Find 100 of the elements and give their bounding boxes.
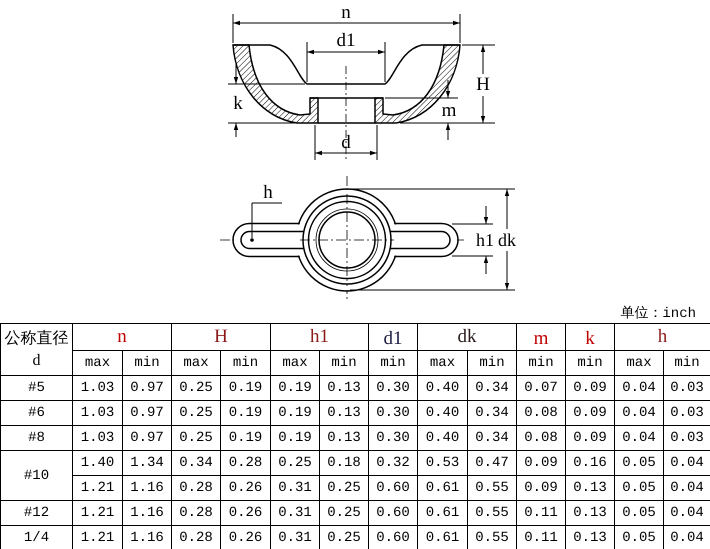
value-cell: 0.05 (614, 450, 664, 476)
header-cell: k (566, 324, 615, 350)
unit-note: 单位：inch (620, 305, 696, 323)
value-cell: 0.55 (468, 500, 517, 526)
dimension-label: H (476, 75, 490, 95)
value-cell: 0.04 (614, 400, 664, 426)
value-cell: 0.30 (368, 376, 418, 400)
subheader-cell: max (270, 350, 320, 376)
dimension-label: k (233, 94, 243, 114)
header-cell: m (516, 324, 566, 350)
value-cell: 0.26 (220, 476, 271, 500)
value-cell: 0.61 (418, 500, 468, 526)
value-cell: 0.97 (122, 400, 172, 426)
value-cell: 0.13 (566, 476, 615, 500)
value-cell: 1.21 (72, 476, 122, 500)
value-cell: 0.07 (516, 376, 566, 400)
value-cell: 0.34 (172, 450, 220, 476)
value-cell: 1.21 (72, 500, 122, 526)
value-cell: 0.40 (418, 376, 468, 400)
dimension-label: d1 (336, 31, 356, 51)
value-cell: 0.40 (418, 400, 468, 426)
value-cell: 0.34 (468, 426, 517, 450)
dimension-label: d (341, 133, 351, 153)
value-cell: 0.08 (516, 400, 566, 426)
value-cell: 0.09 (566, 426, 615, 450)
value-cell: 0.32 (368, 450, 418, 476)
size-cell: #10 (0, 450, 72, 500)
value-cell: 0.61 (418, 476, 468, 500)
value-cell: 0.28 (172, 476, 220, 500)
value-cell: 0.26 (220, 500, 271, 526)
dimension-label: h1 (476, 230, 494, 250)
header-cell: H (172, 324, 271, 350)
value-cell: 0.19 (220, 376, 271, 400)
value-cell: 0.60 (368, 476, 418, 500)
value-cell: 0.05 (614, 500, 664, 526)
header-cell: n (72, 324, 172, 350)
value-cell: 0.19 (270, 400, 320, 426)
value-cell: 0.04 (614, 426, 664, 450)
dimension-label: h (263, 183, 273, 203)
value-cell: 0.40 (418, 426, 468, 450)
value-cell: 0.28 (220, 450, 271, 476)
value-cell: 0.31 (270, 476, 320, 500)
value-cell: 1.03 (72, 376, 122, 400)
value-cell: 0.31 (270, 500, 320, 526)
value-cell: 0.25 (172, 376, 220, 400)
dimension-label: dk (498, 230, 516, 250)
subheader-cell: max (418, 350, 468, 376)
value-cell: 0.19 (270, 426, 320, 450)
dimension-label: n (341, 3, 351, 23)
subheader-cell: min (368, 350, 418, 376)
subheader-cell: min (122, 350, 172, 376)
size-cell: #8 (0, 426, 72, 450)
value-cell: 0.19 (220, 400, 271, 426)
value-cell: 0.11 (516, 500, 566, 526)
value-cell: 1.40 (72, 450, 122, 476)
value-cell: 1.16 (122, 500, 172, 526)
value-cell: 0.09 (566, 376, 615, 400)
value-cell: 0.19 (220, 426, 271, 450)
size-header-cell: 公称直径 d (0, 324, 72, 376)
value-cell: 0.34 (468, 376, 517, 400)
value-cell: 0.97 (122, 426, 172, 450)
value-cell: 0.60 (368, 500, 418, 526)
dimension-label: m (442, 101, 456, 121)
header-cell: dk (418, 324, 517, 350)
subheader-cell: min (468, 350, 517, 376)
value-cell: 0.13 (320, 426, 369, 450)
value-cell: 0.08 (516, 426, 566, 450)
size-cell: #5 (0, 376, 72, 400)
value-cell: 0.47 (468, 450, 517, 476)
value-cell: 0.09 (516, 450, 566, 476)
value-cell: 0.25 (270, 450, 320, 476)
subheader-cell: min (220, 350, 271, 376)
value-cell: 0.30 (368, 426, 418, 450)
value-cell: 0.97 (122, 376, 172, 400)
value-cell: 0.05 (614, 476, 664, 500)
subheader-cell: max (614, 350, 664, 376)
subheader-cell: max (72, 350, 122, 376)
value-cell: 0.18 (320, 450, 369, 476)
value-cell: 1.16 (122, 476, 172, 500)
value-cell: 0.30 (368, 400, 418, 426)
value-cell: 0.25 (320, 476, 369, 500)
value-cell: 0.34 (468, 400, 517, 426)
value-cell: 0.13 (320, 400, 369, 426)
value-cell: 0.25 (172, 426, 220, 450)
value-cell: 0.28 (172, 500, 220, 526)
value-cell: 0.16 (566, 450, 615, 476)
value-cell: 1.03 (72, 400, 122, 426)
subheader-cell: min (566, 350, 615, 376)
subheader-cell: min (516, 350, 566, 376)
size-cell: #6 (0, 400, 72, 426)
value-cell: 0.09 (516, 476, 566, 500)
value-cell: 0.13 (566, 500, 615, 526)
subheader-cell: min (320, 350, 369, 376)
value-cell: 0.13 (320, 376, 369, 400)
value-cell: 1.03 (72, 426, 122, 450)
header-cell: h1 (270, 324, 369, 350)
size-cell: #12 (0, 500, 72, 526)
header-cell: d1 (368, 324, 418, 350)
value-cell: 0.04 (614, 376, 664, 400)
value-cell: 0.25 (320, 500, 369, 526)
